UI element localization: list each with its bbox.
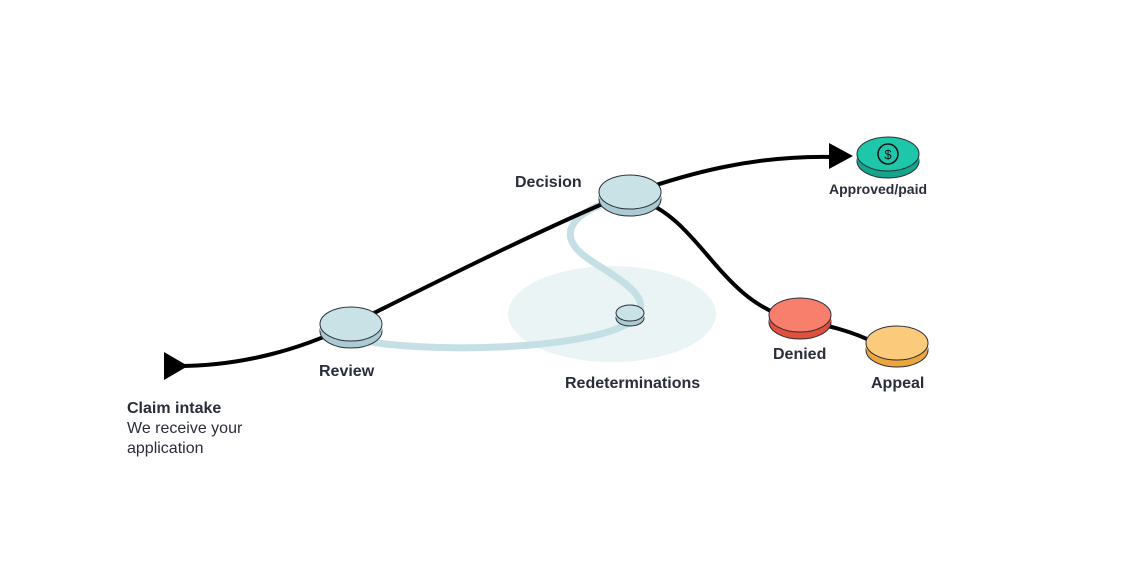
approved-node — [856, 136, 920, 179]
denied-node — [768, 297, 832, 340]
svg-text:$: $ — [884, 147, 892, 162]
decision-label: Decision — [515, 174, 582, 191]
approved-label: Approved/paid — [829, 181, 928, 197]
appeal-label: Appeal — [871, 375, 925, 392]
start-arrow-icon — [164, 352, 188, 380]
redeterminations-area — [508, 266, 716, 362]
claim-intake-description: We receive your application — [127, 420, 243, 457]
main-process-path — [176, 154, 837, 368]
redeterminations-node — [615, 304, 645, 327]
review-label: Review — [319, 363, 375, 380]
dollar-icon: $ — [877, 143, 899, 165]
denied-label: Denied — [773, 346, 827, 363]
claim-intake-title: Claim intake — [127, 400, 222, 417]
review-node — [319, 306, 383, 349]
decision-node — [598, 174, 662, 217]
appeal-node — [865, 325, 929, 368]
redeterminations-label: Redeterminations — [565, 375, 701, 392]
end-arrow-icon — [829, 143, 853, 169]
